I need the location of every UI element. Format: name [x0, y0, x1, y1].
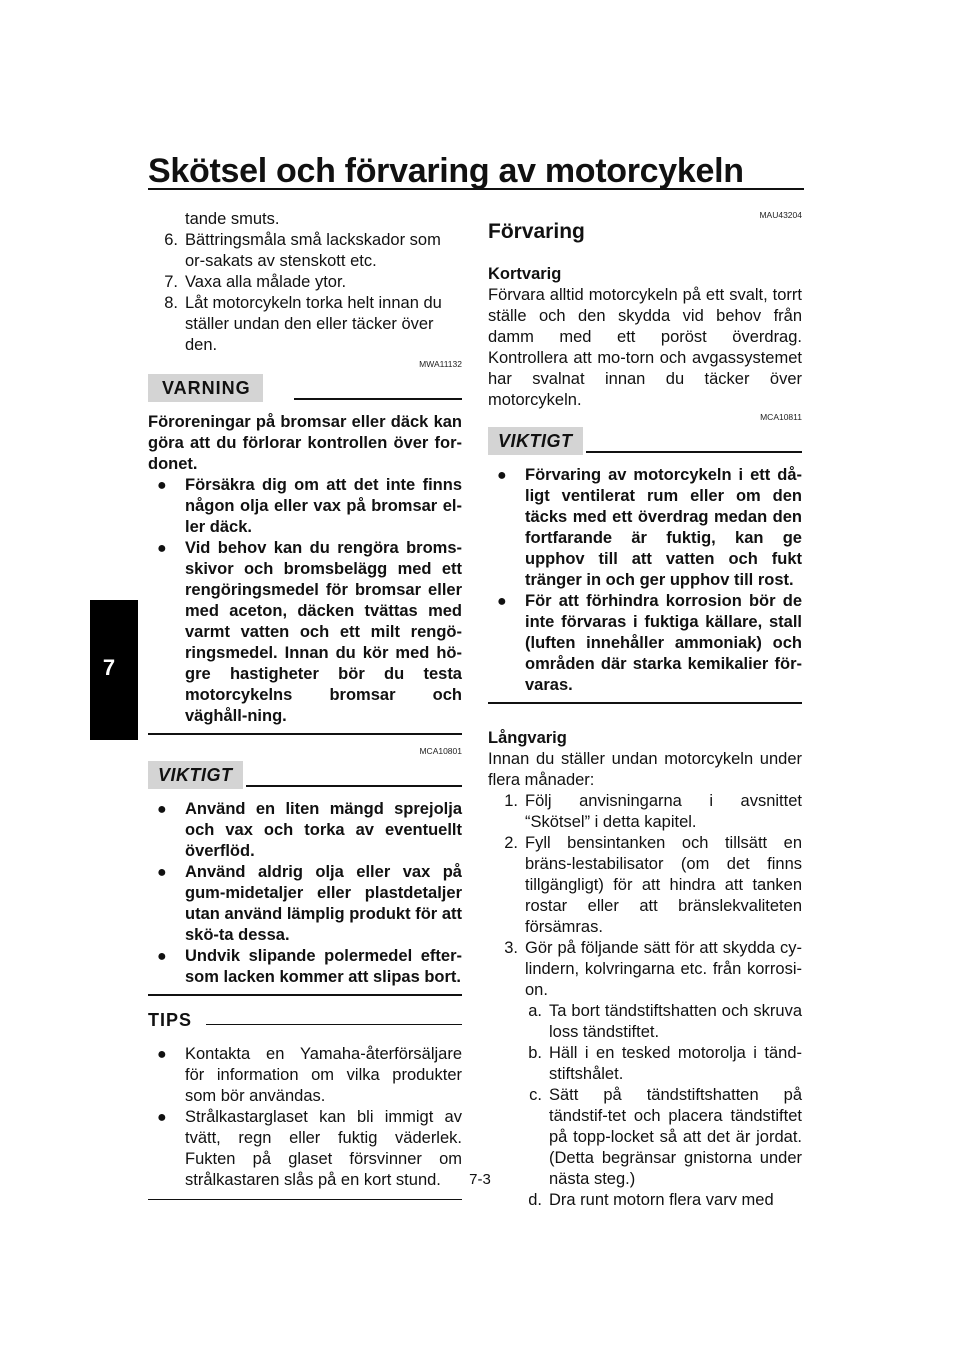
- tips-label: TIPS: [148, 1010, 193, 1030]
- page-title: Skötsel och förvaring av motorcykeln: [148, 152, 744, 190]
- notice-label: VIKTIGT: [488, 427, 583, 455]
- notice-bullet: ●För att förhindra korrosion bör de inte…: [497, 592, 802, 694]
- storage-substep: d.Dra runt motorn flera varv med: [528, 1191, 774, 1209]
- storage-substep: a.Ta bort tändstiftshatten och skruva lo…: [528, 1002, 802, 1041]
- notice-bullet: ●Använd en liten mängd sprejolja och vax…: [157, 800, 462, 860]
- chapter-number: 7: [102, 655, 116, 680]
- notice-rule: [246, 785, 462, 787]
- notice-label: VIKTIGT: [148, 761, 243, 789]
- storage-step: 1.Följ anvisningarna i avsnittet “Skötse…: [504, 792, 802, 831]
- bullet-icon: ●: [157, 864, 167, 881]
- notice-bullet: ●Förvaring av motorcykeln i ett då-ligt …: [497, 466, 802, 589]
- warning-header: VARNING: [148, 374, 462, 406]
- page-number: 7-3: [469, 1171, 491, 1188]
- step-8: 8.Låt motorcykeln torka helt innan du st…: [164, 294, 442, 354]
- storage-step: 3.Gör på följande sätt för att skydda cy…: [504, 939, 802, 999]
- tips-bullet: ●Kontakta en Yamaha-återförsäljare för i…: [157, 1045, 462, 1105]
- step-6: 6.Bättringsmåla små lackskador som or-sa…: [164, 231, 441, 270]
- tips-rule: [206, 1024, 462, 1025]
- storage-substep: c.Sätt på tändstiftshatten på tändstif-t…: [529, 1086, 802, 1188]
- right-column: MAU43204 Förvaring Kortvarig Förvara all…: [488, 209, 802, 1211]
- bullet-icon: ●: [157, 477, 167, 494]
- notice-bullet: ●Använd aldrig olja eller vax på gum-mid…: [157, 863, 462, 944]
- long-term-title: Långvarig: [488, 729, 567, 747]
- bullet-icon: ●: [497, 467, 507, 484]
- short-term-title: Kortvarig: [488, 265, 562, 283]
- warning-bullet: ●Vid behov kan du rengöra broms-skivor o…: [157, 539, 462, 725]
- tips-header: TIPS: [148, 1010, 462, 1036]
- notice-header: VIKTIGT: [488, 427, 802, 459]
- notice-header: VIKTIGT: [148, 761, 462, 793]
- warning-code: MWA11132: [419, 359, 462, 369]
- bullet-icon: ●: [157, 1046, 167, 1063]
- warning-label-box: VARNING: [148, 374, 263, 402]
- notice-rule: [586, 451, 802, 453]
- bullet-icon: ●: [157, 948, 167, 965]
- continued-text: tande smuts.: [185, 210, 280, 228]
- storage-substep: b.Häll i en tesked motorolja i tänd-stif…: [528, 1044, 802, 1083]
- warning-lead: Föroreningar på bromsar eller däck kan g…: [148, 413, 462, 473]
- bullet-icon: ●: [157, 540, 167, 557]
- bullet-icon: ●: [497, 593, 507, 610]
- warning-end-rule: [148, 733, 462, 735]
- step-7: 7.Vaxa alla målade ytor.: [164, 273, 347, 291]
- warning-rule: [294, 398, 462, 400]
- section-code: MAU43204: [759, 210, 802, 220]
- notice-end-rule: [148, 994, 462, 996]
- storage-step: 2.Fyll bensintanken och tillsätt en brän…: [504, 834, 802, 936]
- header-rule: [148, 188, 804, 190]
- tips-bullet: ●Strålkastarglaset kan bli immigt av tvä…: [157, 1108, 462, 1189]
- notice-code: MCA10801: [419, 746, 462, 756]
- long-term-text: Innan du ställer undan motorcykeln under…: [488, 750, 802, 789]
- notice-bullet: ●Undvik slipande polermedel efter-som la…: [157, 947, 462, 986]
- section-title: Förvaring: [488, 220, 585, 243]
- warning-bullet: ●Försäkra dig om att det inte finns någo…: [157, 476, 462, 536]
- tips-end-rule: [148, 1199, 462, 1200]
- bullet-icon: ●: [157, 801, 167, 818]
- left-column: tande smuts. 6.Bättringsmåla små lackska…: [148, 209, 462, 1208]
- notice-code: MCA10811: [760, 412, 802, 422]
- warning-label: VARNING: [162, 378, 251, 398]
- bullet-icon: ●: [157, 1109, 167, 1126]
- chapter-tab: 7: [90, 600, 138, 740]
- notice-end-rule: [488, 702, 802, 704]
- short-term-text: Förvara alltid motorcykeln på ett svalt,…: [488, 286, 802, 409]
- page-header: Skötsel och förvaring av motorcykeln: [148, 150, 804, 192]
